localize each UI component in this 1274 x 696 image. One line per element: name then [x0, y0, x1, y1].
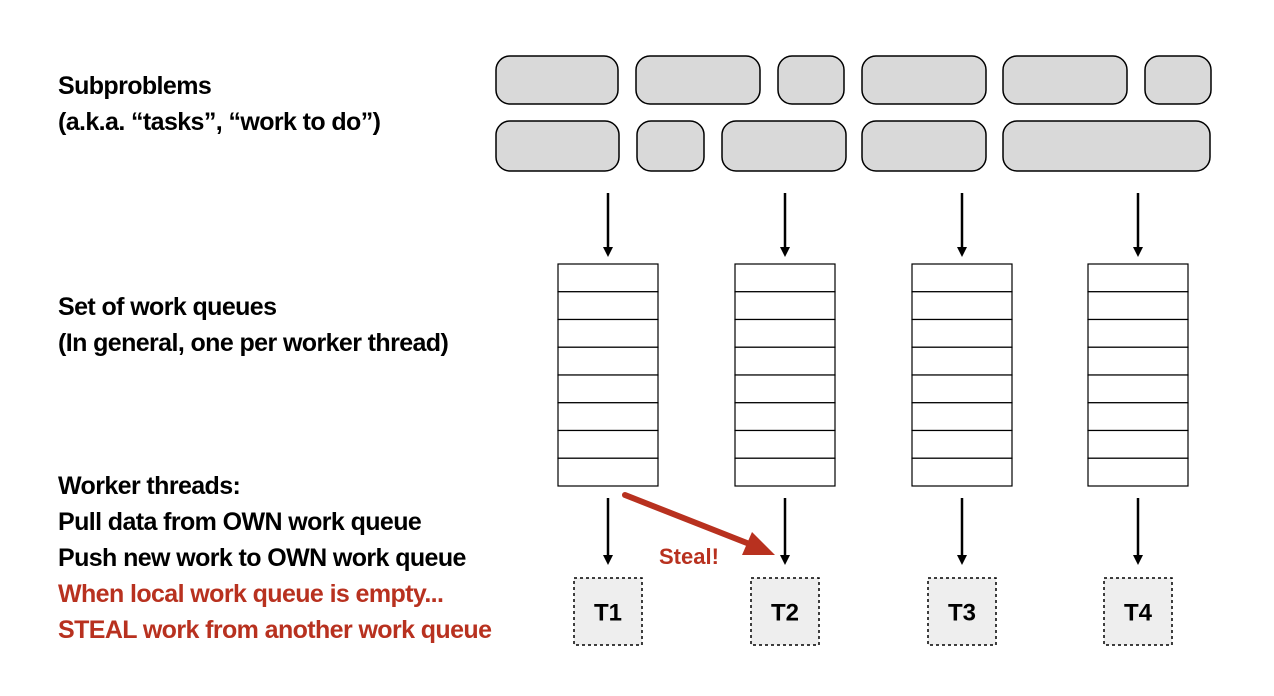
queue-slot [911, 429, 1013, 459]
thread-t2: T2 [750, 577, 820, 646]
worker-threads-rule-push: Push new work to OWN work queue [58, 544, 466, 572]
thread-t3: T3 [927, 577, 997, 646]
thread-label: T2 [771, 600, 799, 627]
work-queues [557, 263, 1189, 487]
queue-slot [734, 318, 836, 348]
worker-threads-rule-steal: STEAL work from another work queue [58, 616, 492, 644]
queue-slot [911, 291, 1013, 321]
subproblems-label: Subproblems (a.k.a. “tasks”, “work to do… [58, 68, 381, 140]
worker-threads-title: Worker threads: [58, 472, 241, 500]
steal-annotation: Steal! [622, 492, 775, 569]
thread-box [573, 577, 643, 646]
task-block-r1-6 [1144, 55, 1212, 105]
worker-threads-rule-pull: Pull data from OWN work queue [58, 508, 422, 536]
queue-slot [557, 402, 659, 432]
steal-arrow-head [742, 532, 775, 555]
thread-box [750, 577, 820, 646]
queue-slot [557, 457, 659, 487]
thread-t1: T1 [573, 577, 643, 646]
task-block-r1-4 [861, 55, 987, 105]
task-block-r2-4 [861, 120, 987, 172]
queue-slot [911, 346, 1013, 376]
queue-slot [911, 402, 1013, 432]
task-block-r2-1 [495, 120, 620, 172]
task-block-r1-2 [635, 55, 761, 105]
work-queue-2 [734, 263, 836, 487]
queue-slot [1087, 318, 1189, 348]
thread-box [927, 577, 997, 646]
queue-slot [734, 402, 836, 432]
task-block-r2-5 [1002, 120, 1211, 172]
thread-label: T1 [594, 600, 622, 627]
work-queues-title: Set of work queues [58, 293, 277, 321]
task-block-r2-2 [636, 120, 705, 172]
queue-slot [734, 429, 836, 459]
subproblem-tasks [495, 55, 1212, 172]
queue-slot [734, 263, 836, 293]
thread-t4: T4 [1103, 577, 1173, 646]
queue-slot [557, 263, 659, 293]
task-block-r2-3 [721, 120, 847, 172]
queue-slot [911, 263, 1013, 293]
queue-slot [1087, 263, 1189, 293]
queue-slot [911, 374, 1013, 404]
steal-arrow-shaft [622, 492, 755, 548]
thread-label: T4 [1124, 600, 1153, 627]
work-queue-1 [557, 263, 659, 487]
task-block-r1-1 [495, 55, 619, 105]
queue-slot [557, 318, 659, 348]
queue-slot [1087, 457, 1189, 487]
queue-slot [557, 291, 659, 321]
work-queues-subtitle: (In general, one per worker thread) [58, 329, 449, 357]
queue-slot [1087, 402, 1189, 432]
thread-label: T3 [948, 600, 976, 627]
queue-slot [734, 291, 836, 321]
queue-slot [911, 318, 1013, 348]
work-queue-3 [911, 263, 1013, 487]
thread-box [1103, 577, 1173, 646]
queue-slot [911, 457, 1013, 487]
worker-threads-rule-empty: When local work queue is empty... [58, 580, 444, 608]
queue-slot [1087, 429, 1189, 459]
work-queue-4 [1087, 263, 1189, 487]
task-block-r1-3 [777, 55, 845, 105]
queue-slot [1087, 291, 1189, 321]
queue-slot [734, 457, 836, 487]
worker-threads-label: Worker threads: Pull data from OWN work … [58, 468, 492, 648]
queue-slot [557, 429, 659, 459]
queue-slot [557, 374, 659, 404]
queue-slot [557, 346, 659, 376]
queue-slot [734, 374, 836, 404]
worker-threads: T1 T2 T3 T4 [573, 577, 1173, 646]
steal-label: Steal! [659, 544, 719, 569]
queue-slot [1087, 346, 1189, 376]
flow-arrows [603, 193, 1143, 565]
queue-slot [734, 346, 836, 376]
subproblems-title: Subproblems [58, 72, 212, 100]
work-queues-label: Set of work queues (In general, one per … [58, 289, 449, 361]
task-block-r1-5 [1002, 55, 1128, 105]
subproblems-subtitle: (a.k.a. “tasks”, “work to do”) [58, 108, 381, 136]
queue-slot [1087, 374, 1189, 404]
